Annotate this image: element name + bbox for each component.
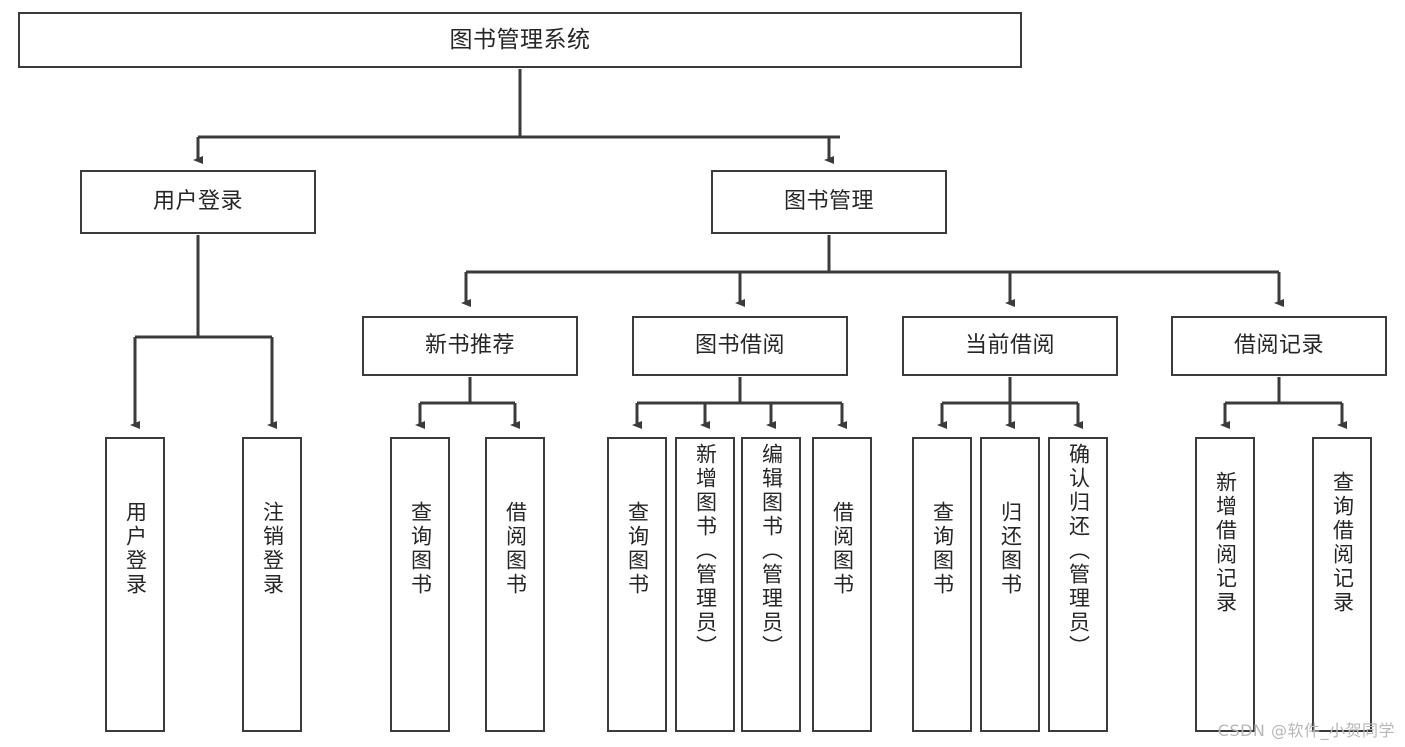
leaf-borrow-book-1-label: 借阅图书 [503, 501, 528, 597]
node-new-book-recommend[interactable]: 新书推荐 [362, 316, 578, 376]
node-user-login[interactable]: 用户登录 [80, 170, 316, 234]
leaf-return-book[interactable]: 归还图书 [980, 437, 1040, 732]
leaf-user-login-label: 用户登录 [123, 501, 148, 597]
leaf-user-login[interactable]: 用户登录 [105, 437, 165, 732]
leaf-add-book-label: 新增图书（管理员） [693, 443, 718, 659]
leaf-query-book-2-label: 查询图书 [625, 501, 650, 597]
leaf-add-record-label: 新增借阅记录 [1213, 471, 1238, 615]
node-current-borrow-label: 当前借阅 [964, 333, 1055, 359]
leaf-logout[interactable]: 注销登录 [242, 437, 302, 732]
node-book-borrow[interactable]: 图书借阅 [632, 316, 848, 376]
leaf-logout-label: 注销登录 [260, 501, 285, 597]
leaf-query-book-2[interactable]: 查询图书 [607, 437, 667, 732]
leaf-confirm-return[interactable]: 确认归还（管理员） [1048, 437, 1108, 732]
leaf-add-book[interactable]: 新增图书（管理员） [675, 437, 735, 732]
leaf-borrow-book-2-label: 借阅图书 [830, 501, 855, 597]
node-book-borrow-label: 图书借阅 [694, 333, 785, 359]
node-book-manage[interactable]: 图书管理 [711, 170, 947, 234]
node-user-login-label: 用户登录 [152, 189, 243, 215]
leaf-query-book-1[interactable]: 查询图书 [390, 437, 450, 732]
node-borrow-record[interactable]: 借阅记录 [1171, 316, 1387, 376]
node-current-borrow[interactable]: 当前借阅 [902, 316, 1118, 376]
node-root[interactable]: 图书管理系统 [18, 12, 1022, 68]
leaf-add-record[interactable]: 新增借阅记录 [1195, 437, 1255, 732]
leaf-edit-book[interactable]: 编辑图书（管理员） [741, 437, 801, 732]
node-root-label: 图书管理系统 [449, 26, 591, 53]
leaf-query-book-3[interactable]: 查询图书 [912, 437, 972, 732]
node-book-manage-label: 图书管理 [783, 189, 874, 215]
leaf-return-book-label: 归还图书 [998, 501, 1023, 597]
leaf-confirm-return-label: 确认归还（管理员） [1066, 443, 1091, 659]
node-new-book-recommend-label: 新书推荐 [424, 333, 515, 359]
leaf-borrow-book-1[interactable]: 借阅图书 [485, 437, 545, 732]
csdn-watermark: CSDN @软件_小贺同学 [1217, 721, 1395, 740]
node-borrow-record-label: 借阅记录 [1233, 333, 1324, 359]
leaf-query-record[interactable]: 查询借阅记录 [1312, 437, 1372, 732]
leaf-edit-book-label: 编辑图书（管理员） [759, 443, 784, 659]
leaf-query-book-3-label: 查询图书 [930, 501, 955, 597]
leaf-query-record-label: 查询借阅记录 [1330, 471, 1355, 615]
leaf-borrow-book-2[interactable]: 借阅图书 [812, 437, 872, 732]
leaf-query-book-1-label: 查询图书 [408, 501, 433, 597]
